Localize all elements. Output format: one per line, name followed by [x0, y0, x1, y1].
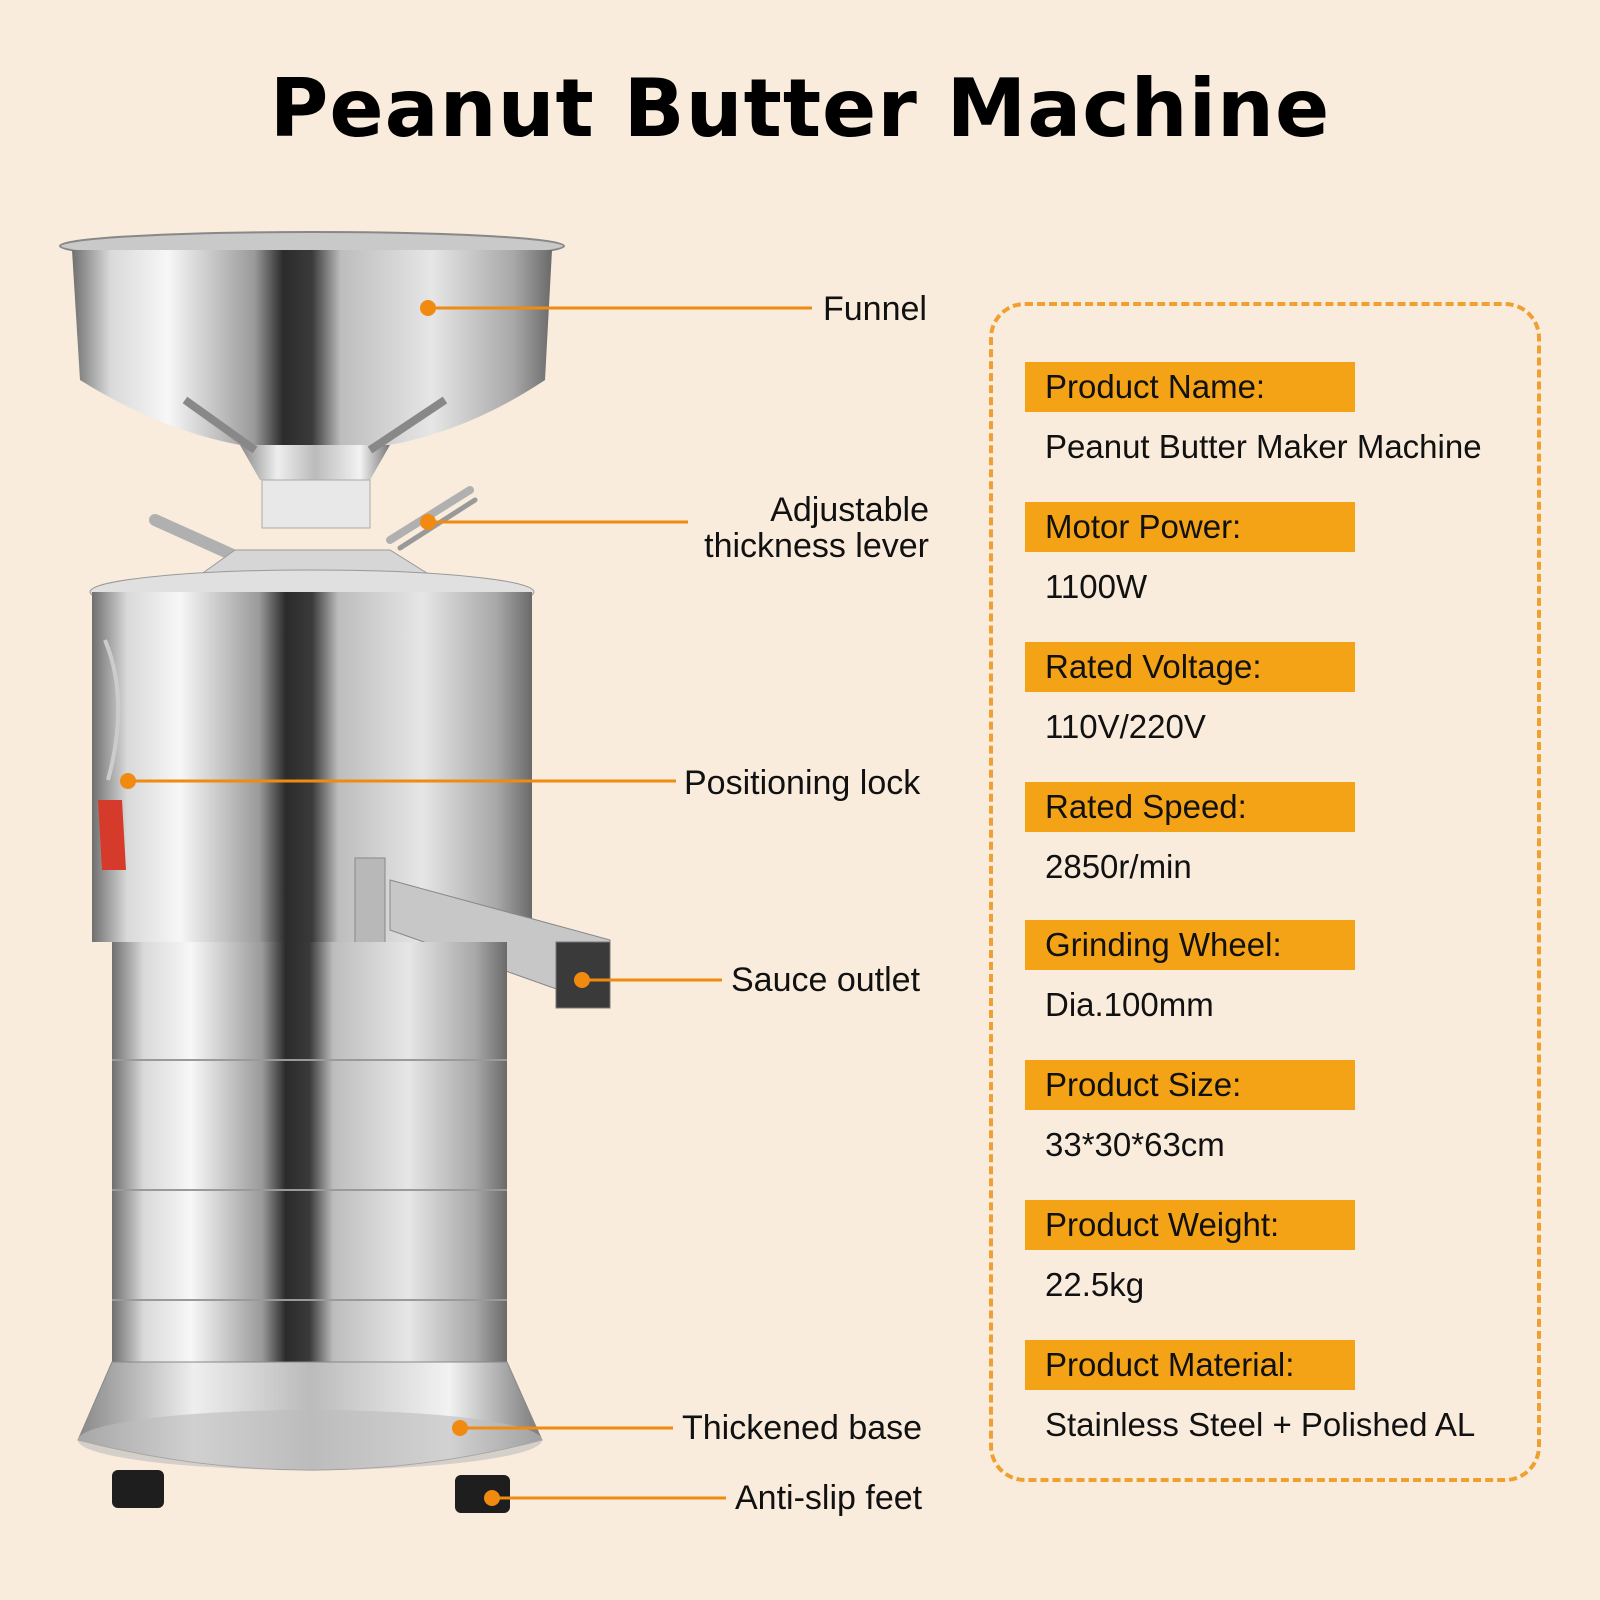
spec-label-rated-speed: Rated Speed:	[1025, 782, 1355, 832]
callout-lever-line1: Adjustable	[770, 491, 929, 529]
callout-lock: Positioning lock	[684, 764, 921, 802]
spec-label-rated-voltage: Rated Voltage:	[1025, 642, 1355, 692]
spec-label-product-weight: Product Weight:	[1025, 1200, 1355, 1250]
page-title: Peanut Butter Machine	[269, 62, 1331, 155]
callout-lines	[128, 306, 812, 1500]
funnel-part	[59, 231, 565, 529]
spec-panel: Product Name: Peanut Butter Maker Machin…	[989, 302, 1541, 1482]
spec-label-product-name: Product Name:	[1025, 362, 1355, 412]
grinding-chamber	[89, 569, 535, 942]
spec-value-product-size: 33*30*63cm	[1045, 1126, 1225, 1163]
spec-value-product-name: Peanut Butter Maker Machine	[1045, 428, 1482, 465]
spec-label-product-size: Product Size:	[1025, 1060, 1355, 1110]
spec-value-product-material: Stainless Steel + Polished AL	[1045, 1406, 1476, 1443]
spec-value-rated-speed: 2850r/min	[1045, 848, 1192, 885]
callout-feet: Anti-slip feet	[735, 1479, 923, 1517]
spec-value-rated-voltage: 110V/220V	[1045, 708, 1206, 745]
spec-value-grinding-wheel: Dia.100mm	[1045, 986, 1214, 1023]
callout-outlet: Sauce outlet	[731, 961, 921, 999]
callout-dots	[120, 300, 590, 1506]
base-part	[77, 1361, 543, 1513]
spec-label-product-material: Product Material:	[1025, 1340, 1355, 1390]
spec-value-product-weight: 22.5kg	[1045, 1266, 1145, 1303]
callout-lever: Adjustable thickness lever	[680, 492, 929, 564]
callout-base: Thickened base	[682, 1409, 923, 1447]
spec-value-motor-power: 1100W	[1045, 568, 1148, 605]
callout-lever-line2: thickness lever	[704, 527, 929, 565]
thickness-lever	[149, 486, 478, 576]
callout-funnel: Funnel	[823, 290, 927, 328]
spec-label-motor-power: Motor Power:	[1025, 502, 1355, 552]
motor-housing	[112, 942, 507, 1362]
spec-label-grinding-wheel: Grinding Wheel:	[1025, 920, 1355, 970]
machine-illustration	[59, 231, 812, 1513]
